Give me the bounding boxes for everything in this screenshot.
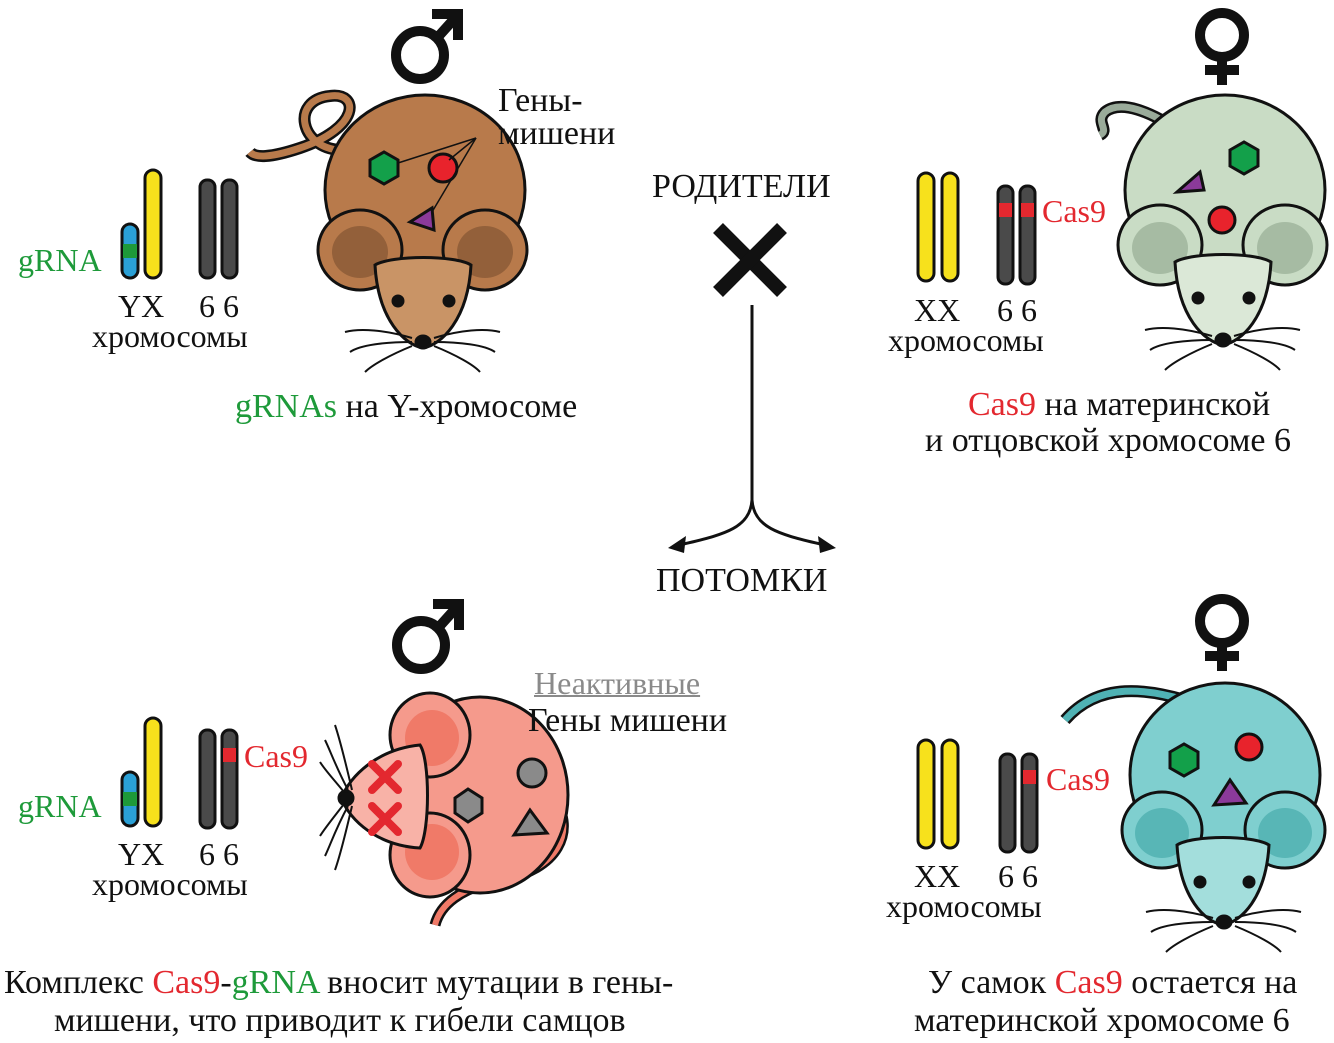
chrom-pair-6: 6 6 bbox=[199, 836, 239, 872]
chromosome-6-a bbox=[996, 184, 1015, 286]
mouse-male-parent bbox=[245, 89, 529, 373]
target-hexagon bbox=[1228, 140, 1260, 176]
inactive-target-hexagon bbox=[453, 787, 484, 824]
chrom-pair-6: 6 6 bbox=[199, 288, 239, 324]
offspring-female-caption-line1: У самок Cas9 остается на bbox=[928, 966, 1297, 1000]
inactive-target-circle bbox=[516, 757, 548, 789]
x-chromosome-b bbox=[940, 738, 960, 850]
grna-marker-label: gRNA bbox=[18, 788, 102, 824]
mouse-male-offspring-dead bbox=[319, 691, 570, 927]
chromosomes-caption: хромосомы bbox=[886, 888, 1042, 924]
x-chromosome bbox=[143, 168, 163, 280]
cas9-marker-label: Cas9 bbox=[1046, 761, 1110, 797]
target-triangle bbox=[1211, 777, 1249, 807]
offspring-female-chromosomes bbox=[916, 738, 1039, 854]
target-hexagon bbox=[368, 150, 400, 186]
parent-male-caption: gRNAs на Y-хромосоме bbox=[235, 390, 577, 424]
x-chromosome-a bbox=[916, 171, 936, 283]
parent-male-chromosomes bbox=[120, 168, 239, 280]
female-symbol-parent bbox=[1195, 8, 1249, 85]
offspring-female-caption-line2: материнской хромосоме 6 bbox=[914, 1002, 1290, 1039]
target-circle bbox=[1234, 732, 1264, 762]
target-circle bbox=[1207, 205, 1237, 235]
parents-label: РОДИТЕЛИ bbox=[652, 168, 831, 205]
male-symbol-parent bbox=[391, 9, 463, 84]
caption-part: - bbox=[220, 964, 232, 1001]
chromosome-6-a bbox=[198, 728, 217, 830]
caption-part: Комплекс bbox=[4, 964, 153, 1001]
caption-cas9: Cas9 bbox=[152, 964, 221, 1001]
chromosomes-caption: хромосомы bbox=[92, 866, 248, 902]
chrom-pair-sex: XX bbox=[914, 858, 961, 894]
x-chromosome-a bbox=[916, 738, 936, 850]
offspring-male-chromosomes bbox=[120, 716, 239, 830]
caption-cas9: Cas9 bbox=[968, 386, 1036, 423]
inactive-target-triangle bbox=[511, 807, 550, 837]
target-hexagon bbox=[1168, 742, 1200, 778]
offspring-branch-arrows bbox=[668, 305, 836, 553]
caption-grnas: gRNAs bbox=[235, 388, 338, 425]
chromosome-6-b bbox=[220, 728, 239, 830]
chromosome-6-a bbox=[998, 752, 1017, 854]
chrom-pair-sex: XX bbox=[914, 292, 961, 328]
parent-female-caption-line2: и отцовской хромосоме 6 bbox=[925, 422, 1291, 459]
target-circle bbox=[427, 152, 459, 184]
chrom-pair-6: 6 6 bbox=[998, 858, 1038, 894]
target-genes-label: Гены мишени bbox=[528, 702, 728, 739]
mouse-female-parent bbox=[1095, 93, 1329, 371]
chrom-pair-sex: YX bbox=[118, 288, 165, 324]
inactive-label: Неактивные bbox=[534, 665, 701, 701]
chromosome-6-b bbox=[1018, 184, 1037, 286]
caption-part: У самок bbox=[928, 964, 1055, 1001]
chromosomes-caption: хромосомы bbox=[888, 322, 1044, 358]
target-triangle bbox=[1172, 169, 1206, 194]
chromosomes-caption: хромосомы bbox=[92, 318, 248, 354]
caption-rest: на Y-хромосоме bbox=[337, 388, 578, 425]
chromosome-6-b bbox=[1020, 752, 1039, 854]
chrom-pair-sex: YX bbox=[118, 836, 165, 872]
target-genes-label-line1: Гены- bbox=[498, 82, 583, 119]
cas9-marker-label: Cas9 bbox=[1042, 193, 1106, 229]
mouse-female-offspring bbox=[1060, 681, 1327, 953]
chromosome-6-a bbox=[198, 178, 217, 280]
target-triangle bbox=[406, 205, 436, 233]
female-symbol-offspring bbox=[1195, 594, 1249, 671]
offspring-male-caption-line1: Комплекс Cas9-gRNA вносит мутации в гены… bbox=[4, 966, 673, 1000]
cross-symbol bbox=[713, 223, 787, 297]
target-pointer-lines bbox=[397, 137, 477, 213]
target-genes-label-line2: мишени bbox=[498, 115, 616, 152]
caption-grna: gRNA bbox=[231, 964, 319, 1001]
caption-rest: на материнской bbox=[1036, 386, 1271, 423]
grna-marker-label: gRNA bbox=[18, 242, 102, 278]
offspring-male-caption-line2: мишени, что приводит к гибели самцов bbox=[54, 1002, 626, 1039]
cas9-marker-label: Cas9 bbox=[244, 738, 308, 774]
offspring-label: ПОТОМКИ bbox=[656, 562, 828, 599]
parent-female-caption-line1: Cas9 на материнской bbox=[968, 388, 1270, 422]
caption-part: вносит мутации в гены- bbox=[318, 964, 674, 1001]
chrom-pair-6: 6 6 bbox=[997, 292, 1037, 328]
chromosome-6-b bbox=[220, 178, 239, 280]
parent-female-chromosomes bbox=[916, 171, 1037, 286]
dead-eye-x-marks bbox=[368, 760, 402, 836]
x-chromosome-b bbox=[940, 171, 960, 283]
caption-cas9: Cas9 bbox=[1054, 964, 1123, 1001]
caption-part: остается на bbox=[1122, 964, 1298, 1001]
x-chromosome bbox=[143, 716, 163, 828]
male-symbol-offspring bbox=[392, 599, 464, 674]
